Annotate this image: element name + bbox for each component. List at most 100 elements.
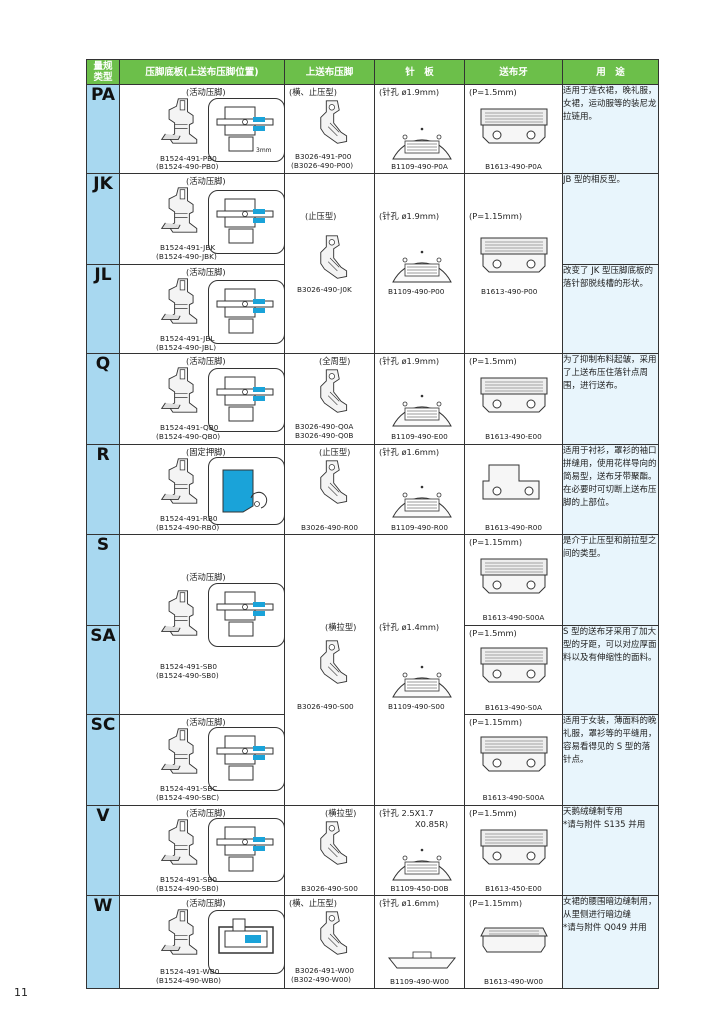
feed-note: (P=1.15mm): [469, 211, 523, 222]
foot-code: B1524-491-RB0: [160, 513, 218, 523]
upper-feed-foot-image: [320, 100, 348, 144]
use-text: 适用于女装，薄面料的晚礼服，罩衫等的平缝用，容易看得见的 S 型的落针点。: [562, 714, 659, 806]
feed-dog-image: [480, 736, 548, 772]
foot-code: B1524-491-SB0: [160, 874, 218, 884]
feed-dog-image: [482, 464, 540, 500]
presser-foot-image: [161, 819, 198, 865]
feed-code: B1613-450-E00: [485, 883, 542, 893]
feed-code: B1613-490-S0A: [484, 702, 543, 712]
foot-position-diagram: [208, 910, 284, 975]
plate-note: (针孔 ø1.6mm): [379, 898, 440, 909]
pos-note: 3mm: [256, 147, 272, 154]
feed-dog-image: [480, 927, 548, 953]
header-type: 量规类型: [86, 59, 120, 85]
foot-position-diagram: [208, 817, 284, 882]
feed-dog-image: [480, 108, 548, 144]
type-label: W: [86, 895, 120, 989]
presser-foot-image: [161, 278, 198, 324]
upper-code-alt: B3026-490-Q0B: [295, 431, 354, 441]
feed-note: (P=1.15mm): [469, 537, 523, 548]
upper-note: (横拉型): [325, 807, 357, 818]
use-text: 适用于连衣裙，晚礼服，女裙，运动服等的装尼龙拉链用。: [562, 83, 659, 175]
header-feed: 送布牙: [464, 59, 563, 85]
use-text: JB 型的相反型。: [562, 173, 659, 265]
plate-code: B1109-450-D0B: [390, 883, 449, 893]
foot-note: (活动压脚): [186, 176, 226, 187]
presser-foot-image: [161, 728, 198, 775]
plate-code: B1109-490-E00: [391, 432, 448, 442]
feed-code: B1613-490-S00A: [482, 793, 545, 803]
type-label: JK: [86, 173, 120, 265]
type-label: S: [86, 534, 120, 626]
feed-dog-image: [480, 558, 548, 594]
upper-feed-foot-image: [320, 911, 348, 956]
upper-note: (全周型): [319, 356, 351, 367]
upper-feed-foot-image: [320, 640, 348, 685]
foot-note: (固定押脚): [186, 446, 226, 457]
foot-code: B1524-491-WB0: [160, 967, 220, 977]
feed-dog-image: [480, 237, 548, 273]
plate-code: B1109-490-S00: [388, 702, 445, 712]
foot-position-diagram: [208, 456, 284, 525]
plate-note: (针孔 2.5X1.7: [379, 807, 434, 818]
foot-code: B1524-491-QB0: [160, 423, 219, 433]
needle-plate-image: [392, 665, 452, 698]
plate-note: (针孔 ø1.6mm): [379, 446, 440, 457]
upper-code: B3026-490-S00: [297, 702, 354, 712]
needle-plate-image: [392, 127, 452, 160]
upper-code-alt: (B302-490-W00): [291, 975, 352, 985]
type-label: SA: [86, 624, 120, 716]
foot-note: (活动压脚): [186, 807, 226, 818]
foot-note: (活动压脚): [186, 87, 226, 97]
foot-code-alt: (B1524-490-PB0): [156, 162, 219, 171]
plate-code: B1109-490-P00: [388, 287, 445, 297]
row-sc: SC (活动压脚) B1524-491-SBC (B1524-490-SBC) …: [86, 714, 659, 806]
presser-foot-image: [161, 187, 198, 234]
foot-code-alt: (B1524-490-JBL): [156, 342, 217, 352]
feed-code: B1613-490-W00: [484, 976, 543, 986]
needle-plate-image: [387, 952, 457, 969]
plate-note-cont: X0.85R): [415, 818, 449, 829]
use-text: 天鹅绒缝制专用 *请与附件 S135 并用: [562, 804, 659, 897]
upper-code: B3026-490-R00: [300, 522, 359, 532]
foot-code: B1524-491-PB0: [160, 154, 217, 163]
foot-note: (活动压脚): [186, 717, 226, 728]
presser-foot-image: [161, 367, 198, 414]
feed-note: (P=1.5mm): [469, 87, 517, 97]
upper-note: (止压型): [319, 446, 351, 457]
upper-code: B3026-490-Q0A: [295, 422, 354, 432]
foot-position-diagram: [208, 368, 284, 433]
foot-note: (活动压脚): [186, 266, 226, 277]
use-text: 女裙的腰围暗边缝制用，从里侧进行暗边缝 *请与附件 Q049 并用: [562, 895, 659, 989]
header-plate: 针 板: [374, 59, 465, 85]
foot-code-alt: (B1524-490-WB0): [156, 976, 222, 986]
header-upper: 上送布压脚: [284, 59, 375, 85]
feed-note: (P=1.15mm): [469, 898, 523, 909]
feed-code: B1613-490-P00: [481, 287, 538, 297]
row-pa: PA (活动压脚) 3mm B1524-491-PB0 (B1524-490-P…: [86, 83, 659, 175]
foot-position-diagram: [208, 727, 284, 792]
upper-code: B3026-491-W00: [295, 966, 354, 976]
foot-note: (活动压脚): [186, 898, 226, 909]
foot-code: B1524-491-JBL: [160, 333, 215, 343]
feed-note: (P=1.5mm): [469, 356, 517, 367]
foot-note: (活动压脚): [186, 356, 226, 367]
plate-note: (针孔 ø1.9mm): [379, 211, 440, 222]
foot-position-diagram: [208, 190, 284, 255]
upper-feed-foot-image: [320, 821, 348, 865]
row-w: W (活动压脚) B1524-491-WB0 (B1524-490-WB0) (…: [86, 895, 659, 989]
upper-feed-foot-image: [320, 460, 348, 504]
upper-code: B3026-490-J0K: [297, 285, 352, 295]
feed-note: (P=1.5mm): [469, 807, 517, 818]
presser-foot-image: [161, 98, 198, 144]
upper-feed-foot-image: [320, 235, 348, 280]
needle-plate-image: [392, 394, 452, 427]
type-label: PA: [86, 83, 120, 175]
type-label: R: [86, 443, 120, 536]
foot-code-alt: (B1524-490-QB0): [156, 432, 221, 442]
header-foot: 压脚底板(上送布压脚位置): [119, 59, 285, 85]
feed-note: (P=1.5mm): [469, 627, 517, 638]
needle-plate-image: [392, 485, 452, 518]
presser-foot-image: [161, 909, 198, 956]
plate-code: B1109-490-W00: [390, 976, 449, 986]
